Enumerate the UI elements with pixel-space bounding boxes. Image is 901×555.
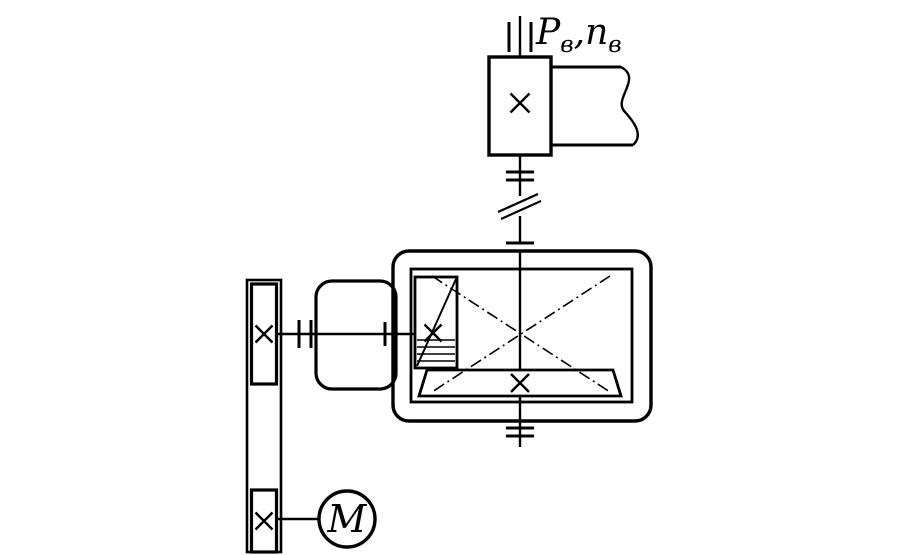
- plain-bearing-icon: [507, 22, 533, 52]
- cross-stroke: [510, 373, 530, 393]
- cross-stroke: [509, 92, 531, 114]
- output-bearing-block: [487, 55, 553, 157]
- electric-motor: M: [276, 489, 377, 549]
- motor-letter: M: [327, 497, 368, 541]
- label-P: P: [535, 12, 561, 53]
- bearing-cross-icon: [423, 323, 443, 343]
- output-power-label: Pв,nв: [535, 12, 622, 58]
- cross-stroke: [254, 324, 274, 344]
- break-wave-icon: [620, 65, 639, 146]
- cross-stroke: [254, 511, 274, 531]
- label-comma: ,: [574, 12, 585, 53]
- belt-drive: [245, 278, 283, 554]
- driver-pulley: [249, 488, 279, 554]
- coupling-icon: [506, 241, 534, 253]
- vertical-output-shaft: [497, 155, 542, 253]
- label-n: n: [585, 12, 608, 53]
- section-hatch: [417, 339, 455, 362]
- bearing-cross-icon: [254, 511, 274, 531]
- coupling-icon: [297, 320, 313, 348]
- label-n-subscript: в: [608, 32, 621, 58]
- pinion-cone-edge: [416, 278, 457, 367]
- bevel-pinion: [413, 275, 459, 370]
- break-stroke: [500, 199, 542, 221]
- pitch-cone-line: [431, 275, 611, 393]
- motor-circle: [317, 489, 377, 549]
- break-stroke: [497, 192, 539, 214]
- input-bearing-housing: [314, 279, 398, 391]
- pinion-body: [413, 275, 459, 370]
- pitch-cone-line: [431, 275, 611, 393]
- driven-machine: [487, 16, 639, 157]
- bevel-gear-reducer: [391, 249, 653, 447]
- coupling-icon: [506, 170, 534, 182]
- bearing-cross-icon: [510, 373, 530, 393]
- shaft-break-icon: [497, 192, 542, 221]
- bevel-wheel: [417, 368, 623, 398]
- bearing-cross-icon: [509, 92, 531, 114]
- bearing-cross-icon: [254, 324, 274, 344]
- wheel-body: [417, 368, 623, 398]
- lower-coupling-icon: [506, 426, 534, 438]
- cross-stroke: [423, 323, 443, 343]
- gearbox-inner-wall: [409, 267, 634, 404]
- label-P-subscript: в: [560, 32, 573, 58]
